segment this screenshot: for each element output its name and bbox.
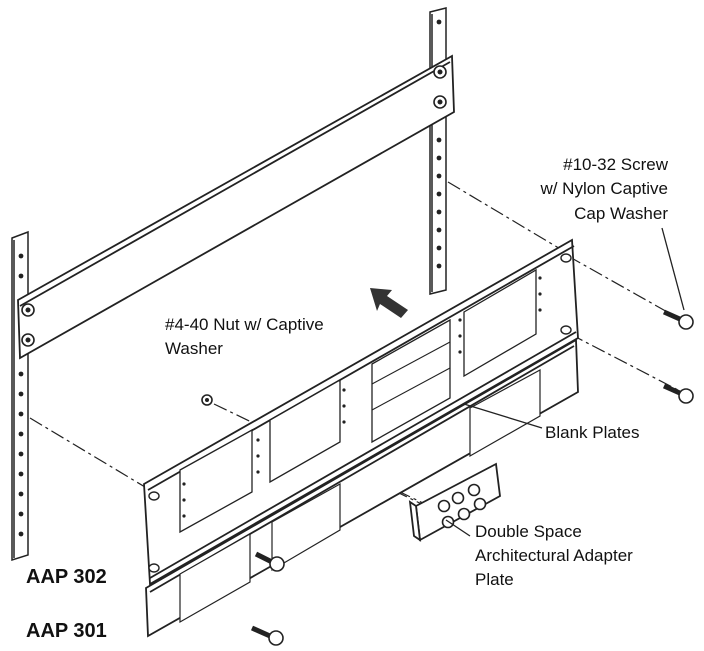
blank-plate-lines bbox=[371, 341, 451, 411]
panel-mounting-holes bbox=[148, 253, 572, 573]
screw-left-lower bbox=[250, 625, 284, 646]
left-rail-holes bbox=[18, 253, 24, 537]
adapter-label-line-1: Double Space bbox=[475, 522, 582, 541]
leader-lines bbox=[445, 227, 685, 537]
aap302-openings bbox=[179, 268, 537, 534]
blank-plates-label: Blank Plates bbox=[545, 423, 640, 442]
screw-label-line-3: Cap Washer bbox=[574, 204, 668, 223]
right-rack-rail bbox=[429, 7, 447, 295]
rack-bar bbox=[17, 54, 455, 360]
screw-left-upper bbox=[254, 551, 285, 572]
insert-direction-arrow bbox=[370, 288, 408, 318]
panel-hole-columns bbox=[182, 276, 542, 518]
screw-right-upper bbox=[662, 309, 694, 330]
adapter-connectors bbox=[437, 483, 487, 529]
nut-icon bbox=[201, 394, 213, 406]
aap301-openings bbox=[179, 368, 541, 624]
right-rail-holes bbox=[436, 19, 442, 269]
screw-right-lower bbox=[662, 383, 694, 404]
screw-label-line-1: #10-32 Screw bbox=[563, 155, 668, 174]
screw-label-line-2: w/ Nylon Captive bbox=[540, 179, 668, 198]
adapter-label-line-3: Plate bbox=[475, 570, 514, 589]
nut-label-line-2: Washer bbox=[165, 339, 223, 358]
nut-label-line-1: #4-40 Nut w/ Captive bbox=[165, 315, 324, 334]
adapter-label-line-2: Architectural Adapter bbox=[475, 546, 633, 565]
aap301-label: AAP 301 bbox=[26, 620, 107, 642]
aap302-label: AAP 302 bbox=[26, 566, 107, 588]
